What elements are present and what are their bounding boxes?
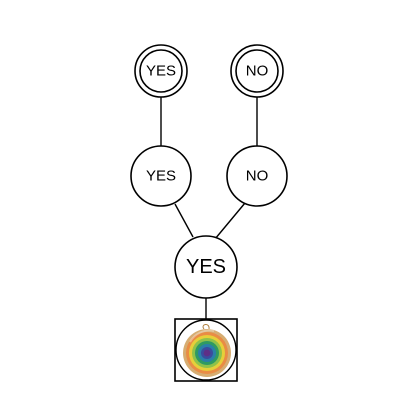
- node-top-right[interactable]: NO: [230, 44, 284, 98]
- rainbow-ring-toy-icon: [183, 324, 231, 377]
- edge-mid-left-to-root: [174, 203, 194, 238]
- node-mid-right-label: NO: [246, 168, 269, 185]
- node-top-left[interactable]: YES: [134, 44, 188, 98]
- node-mid-left-label: YES: [146, 168, 176, 185]
- image-node-circle: [175, 319, 237, 381]
- node-top-right-label: NO: [246, 63, 269, 80]
- edge-mid-right-to-root: [214, 202, 246, 240]
- node-mid-right[interactable]: NO: [226, 145, 288, 207]
- node-root-label: YES: [186, 256, 226, 278]
- node-image[interactable]: [174, 318, 238, 382]
- node-root[interactable]: YES: [174, 235, 238, 299]
- node-mid-left[interactable]: YES: [130, 145, 192, 207]
- node-top-left-label: YES: [146, 63, 176, 80]
